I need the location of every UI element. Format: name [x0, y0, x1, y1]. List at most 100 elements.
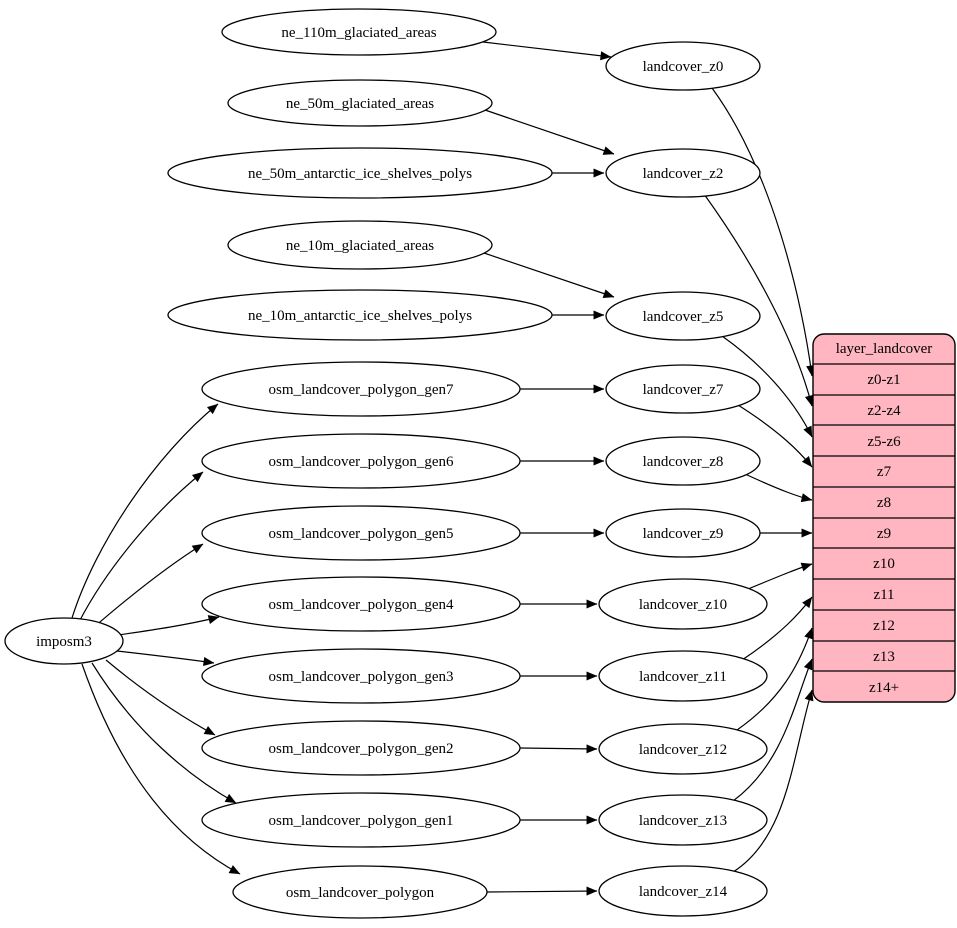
edge-imposm3-to-gen7 [71, 403, 219, 619]
ellipse-shape [201, 361, 521, 417]
node-label: ne_10m_glaciated_areas [286, 238, 434, 254]
edge-z5-to-row [721, 335, 813, 438]
node-label: osm_landcover_polygon_gen6 [269, 454, 454, 470]
node-label: landcover_z13 [639, 813, 727, 829]
node-landcover-z7: landcover_z7 [605, 364, 761, 414]
node-osm-landcover-polygon-gen6: osm_landcover_polygon_gen6 [201, 433, 521, 489]
ellipse-shape [605, 41, 761, 91]
edge-imposm3-to-gen1 [91, 662, 237, 804]
edge-imposm3-to-gen3 [116, 650, 215, 667]
table-row: z10 [873, 556, 895, 572]
node-osm-landcover-polygon-gen1: osm_landcover_polygon_gen1 [201, 792, 521, 848]
ellipse-shape [167, 289, 553, 341]
node-label: osm_landcover_polygon_gen4 [269, 597, 454, 613]
node-osm-landcover-polygon-gen4: osm_landcover_polygon_gen4 [201, 576, 521, 632]
node-label: osm_landcover_polygon [286, 885, 435, 901]
ellipse-shape [232, 865, 488, 919]
ellipse-shape [605, 364, 761, 414]
table-title: layer_landcover [836, 341, 933, 357]
ellipse-shape [227, 79, 493, 127]
edge-z0-to-row [711, 87, 816, 377]
node-label: osm_landcover_polygon_gen5 [269, 526, 454, 542]
node-label: landcover_z7 [643, 382, 724, 398]
node-landcover-z12: landcover_z12 [598, 723, 768, 775]
edge-z10-to-row [747, 562, 813, 590]
edge-z14-to-row [732, 689, 814, 873]
node-osm-landcover-polygon-gen3: osm_landcover_polygon_gen3 [201, 648, 521, 704]
table-row: z12 [873, 618, 895, 634]
node-landcover-z0: landcover_z0 [605, 41, 761, 91]
node-ne-10m-glaciated-areas: ne_10m_glaciated_areas [227, 220, 493, 270]
node-landcover-z8: landcover_z8 [605, 436, 761, 486]
node-osm-landcover-polygon-gen2: osm_landcover_polygon_gen2 [201, 720, 521, 776]
node-label: landcover_z0 [643, 59, 724, 75]
table-row: z11 [873, 587, 894, 603]
node-ne-50m-glaciated-areas: ne_50m_glaciated_areas [227, 79, 493, 127]
table-row: z2-z4 [867, 403, 901, 419]
node-ne-110m-glaciated-areas: ne_110m_glaciated_areas [221, 8, 497, 56]
edge-imposm3-to-gen5 [92, 543, 204, 629]
ellipse-shape [201, 792, 521, 848]
node-label: osm_landcover_polygon_gen3 [269, 669, 454, 685]
node-label: landcover_z11 [639, 669, 727, 685]
node-label: landcover_z5 [643, 309, 724, 325]
edge-ne110m-to-z0 [482, 41, 612, 61]
table-layer-landcover: layer_landcover z0-z1 z2-z4 z5-z6 z7 z8 … [812, 333, 956, 703]
ellipse-shape [598, 578, 768, 630]
ellipse-shape [605, 291, 761, 341]
table-row: z7 [877, 464, 892, 480]
node-label: ne_50m_glaciated_areas [286, 96, 434, 112]
edge-ne10m-glaciated-to-z5 [483, 252, 615, 298]
node-landcover-z10: landcover_z10 [598, 578, 768, 630]
table-row: z0-z1 [867, 372, 900, 388]
ellipse-shape [201, 648, 521, 704]
ellipse-shape [598, 650, 768, 702]
edge-z13-to-row [732, 658, 813, 802]
node-osm-landcover-polygon-gen7: osm_landcover_polygon_gen7 [201, 361, 521, 417]
ellipse-shape [605, 148, 761, 198]
edge-imposm3-to-gen4 [117, 615, 220, 636]
ellipse-shape [201, 576, 521, 632]
node-label: osm_landcover_polygon_gen2 [269, 741, 454, 757]
node-label: ne_110m_glaciated_areas [281, 25, 436, 41]
ellipse-shape [201, 505, 521, 561]
node-label: landcover_z10 [639, 597, 727, 613]
ellipse-shape [598, 865, 768, 917]
ellipse-shape [201, 433, 521, 489]
edge-z11-to-row [741, 596, 813, 661]
node-label: osm_landcover_polygon_gen1 [269, 813, 454, 829]
node-label: osm_landcover_polygon_gen7 [269, 382, 454, 398]
node-label: landcover_z9 [643, 526, 724, 542]
edge-z8-to-row [744, 473, 813, 503]
node-label: landcover_z12 [639, 742, 727, 758]
node-landcover-z9: landcover_z9 [605, 508, 761, 558]
ellipse-shape [605, 436, 761, 486]
edge-z12-to-row [736, 627, 813, 731]
table-row: z9 [877, 526, 891, 542]
ellipse-shape [4, 617, 124, 665]
ellipse-shape [605, 508, 761, 558]
node-landcover-z5: landcover_z5 [605, 291, 761, 341]
ellipse-shape [167, 147, 553, 199]
node-landcover-z2: landcover_z2 [605, 148, 761, 198]
node-landcover-z13: landcover_z13 [598, 794, 768, 846]
node-osm-landcover-polygon-gen5: osm_landcover_polygon_gen5 [201, 505, 521, 561]
edge-z2-to-row [703, 193, 814, 407]
node-label: ne_50m_antarctic_ice_shelves_polys [248, 166, 472, 182]
node-label: landcover_z14 [639, 884, 728, 900]
node-ne-50m-antarctic-ice-shelves-polys: ne_50m_antarctic_ice_shelves_polys [167, 147, 553, 199]
ellipse-shape [201, 720, 521, 776]
edge-ne50m-glaciated-to-z2 [484, 109, 615, 155]
edge-z7-to-row [737, 404, 813, 468]
edge-imposm3-to-polygon [81, 663, 241, 875]
edges-imposm3 [71, 403, 241, 875]
edge-imposm3-to-gen6 [78, 471, 204, 623]
ellipse-shape [598, 723, 768, 775]
edges-sources [482, 41, 615, 896]
edge-gen2-to-z12 [519, 744, 598, 754]
table-row: z13 [873, 649, 895, 665]
ellipse-shape [227, 220, 493, 270]
table-row: z5-z6 [867, 434, 901, 450]
